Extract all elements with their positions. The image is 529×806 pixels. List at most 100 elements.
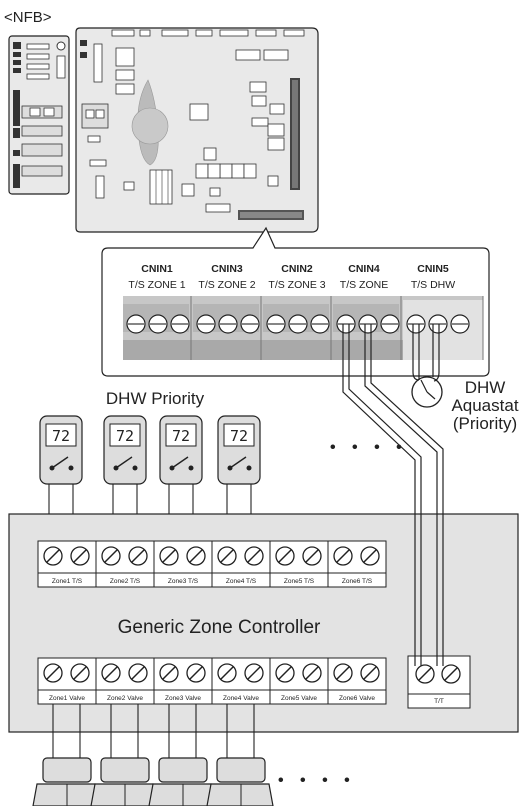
callout-screw-4-3 (380, 314, 400, 334)
thermostat-3: 72 (159, 415, 203, 542)
thermostat-display-4: 72 (230, 427, 248, 445)
ts-terminal-screw-6-2 (360, 546, 380, 566)
ts-terminal-screw-6-1 (333, 546, 353, 566)
ts-terminal-screw-4-2 (244, 546, 264, 566)
callout-screw-2-1 (196, 314, 216, 334)
main-board (75, 27, 319, 233)
callout-screw-3-1 (266, 314, 286, 334)
ts-terminal-block-1: Zone1 T/S (37, 540, 97, 588)
valve-terminal-label-1: Zone1 Valve (49, 695, 85, 702)
callout-screw-5-3 (450, 314, 470, 334)
valve-terminal-screw-1-1 (43, 663, 63, 683)
callout-screw-5-1 (406, 314, 426, 334)
ts-terminal-screw-5-2 (302, 546, 322, 566)
valve-continuation-dots: • • • • (278, 772, 356, 789)
thermostat-display-1: 72 (52, 427, 70, 445)
ts-terminal-label-5: Zone5 T/S (284, 578, 315, 585)
ts-terminal-screw-2-1 (101, 546, 121, 566)
callout-screw-3-2 (288, 314, 308, 334)
side-board (8, 35, 70, 195)
valve-terminal-screw-2-1 (101, 663, 121, 683)
valve-terminal-screw-3-1 (159, 663, 179, 683)
valve-terminal-block-2: Zone2 Valve (95, 657, 155, 705)
connector-cnin2-name: CNIN2 (281, 263, 313, 275)
callout-screw-2-2 (218, 314, 238, 334)
ts-terminal-block-5: Zone5 T/S (269, 540, 329, 588)
thermostat-display-2: 72 (116, 427, 134, 445)
tt-terminal-label: T/T (434, 698, 444, 705)
valve-terminal-block-3: Zone3 Valve (153, 657, 213, 705)
callout-screw-2-3 (240, 314, 260, 334)
valve-terminal-block-4: Zone4 Valve (211, 657, 271, 705)
callout-screw-4-2 (358, 314, 378, 334)
ts-terminal-block-3: Zone3 T/S (153, 540, 213, 588)
zone-valve-2 (90, 704, 158, 806)
zone-valve-4 (206, 704, 274, 806)
ts-terminal-block-4: Zone4 T/S (211, 540, 271, 588)
callout-screw-1-2 (148, 314, 168, 334)
zone-controller-title: Generic Zone Controller (118, 617, 321, 638)
tt-terminal-block (407, 655, 471, 709)
ts-terminal-screw-1-1 (43, 546, 63, 566)
aquastat-label-line1: DHW (465, 378, 506, 397)
callout-screw-3-3 (310, 314, 330, 334)
valve-terminal-block-6: Zone6 Valve (327, 657, 387, 705)
valve-terminal-screw-6-2 (360, 663, 380, 683)
valve-terminal-screw-1-2 (70, 663, 90, 683)
thermostat-continuation-dots: • • • • (330, 439, 408, 456)
ts-terminal-block-2: Zone2 T/S (95, 540, 155, 588)
ts-terminal-screw-1-2 (70, 546, 90, 566)
connector-cnin2-label: T/S ZONE 3 (268, 279, 325, 291)
valve-terminal-screw-5-1 (275, 663, 295, 683)
ts-terminal-block-6: Zone6 T/S (327, 540, 387, 588)
aquastat-label-line2: Aquastat (451, 396, 518, 415)
ts-terminal-screw-3-1 (159, 546, 179, 566)
connector-cnin3-label: T/S ZONE 2 (198, 279, 255, 291)
connector-cnin3-name: CNIN3 (211, 263, 243, 275)
dhw-priority-label: DHW Priority (106, 389, 205, 408)
valve-terminal-screw-5-2 (302, 663, 322, 683)
valve-terminal-label-4: Zone4 Valve (223, 695, 259, 702)
zone-valve-3 (148, 704, 216, 806)
aquastat-icon (411, 376, 443, 408)
valve-terminal-label-2: Zone2 Valve (107, 695, 143, 702)
connector-callout (101, 226, 490, 377)
valve-terminal-screw-6-1 (333, 663, 353, 683)
valve-terminal-label-6: Zone6 Valve (339, 695, 375, 702)
nfb-label: <NFB> (4, 9, 52, 26)
valve-terminal-screw-3-2 (186, 663, 206, 683)
tt-screw-2 (441, 664, 461, 684)
wires (342, 324, 444, 666)
ts-terminal-screw-2-2 (128, 546, 148, 566)
ts-terminal-label-4: Zone4 T/S (226, 578, 257, 585)
ts-terminal-screw-3-2 (186, 546, 206, 566)
ts-terminal-label-2: Zone2 T/S (110, 578, 141, 585)
connector-cnin1-label: T/S ZONE 1 (128, 279, 185, 291)
valve-terminal-label-3: Zone3 Valve (165, 695, 201, 702)
ts-terminal-screw-4-1 (217, 546, 237, 566)
valve-terminal-label-5: Zone5 Valve (281, 695, 317, 702)
thermostat-display-3: 72 (172, 427, 190, 445)
thermostat-1: 72 (39, 415, 83, 542)
callout-screw-4-1 (336, 314, 356, 334)
connector-cnin4-label: T/S ZONE (340, 279, 388, 291)
valve-terminal-screw-4-2 (244, 663, 264, 683)
connector-cnin4-name: CNIN4 (348, 263, 380, 275)
connector-cnin5-label: T/S DHW (411, 279, 455, 291)
tt-screw-1 (415, 664, 435, 684)
callout-screw-5-2 (428, 314, 448, 334)
connector-cnin1-name: CNIN1 (141, 263, 173, 275)
callout-screw-1-3 (170, 314, 190, 334)
ts-terminal-label-6: Zone6 T/S (342, 578, 373, 585)
ts-terminal-screw-5-1 (275, 546, 295, 566)
thermostat-4: 72 (217, 415, 261, 542)
connector-cnin5-name: CNIN5 (417, 263, 449, 275)
valve-terminal-screw-2-2 (128, 663, 148, 683)
ts-terminal-label-1: Zone1 T/S (52, 578, 83, 585)
callout-screw-1-1 (126, 314, 146, 334)
zone-valve-1 (32, 704, 100, 806)
valve-terminal-block-5: Zone5 Valve (269, 657, 329, 705)
valve-terminal-screw-4-1 (217, 663, 237, 683)
aquastat-label-line3: (Priority) (453, 414, 517, 433)
